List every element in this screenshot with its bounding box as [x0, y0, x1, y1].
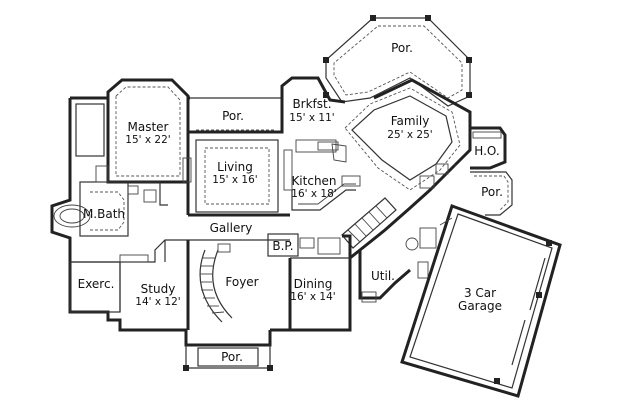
- utility: [358, 227, 437, 303]
- label-living: Living: [217, 160, 253, 174]
- label-bp: B.P.: [272, 239, 293, 253]
- label-master: Master: [128, 120, 169, 134]
- right-porch: [470, 171, 513, 216]
- label-porch-top: Por.: [391, 41, 413, 55]
- label-study: Study: [141, 282, 176, 296]
- label-util: Util.: [371, 269, 395, 283]
- kitchen: [283, 139, 361, 211]
- label-kitchen-dims: 16' x 18': [291, 188, 336, 200]
- kitchen-stairs: [341, 197, 397, 258]
- label-dining-dims: 16' x 14': [290, 291, 335, 303]
- master-bath: [50, 165, 168, 240]
- label-living-dims: 15' x 16': [212, 174, 257, 186]
- butler-pantry: [267, 233, 341, 257]
- label-master-dims: 15' x 22': [125, 134, 170, 146]
- label-exerc: Exerc.: [78, 277, 115, 291]
- label-porch-right: Por.: [481, 185, 503, 199]
- label-mbath: M.Bath: [83, 207, 125, 221]
- label-family: Family: [391, 114, 430, 128]
- label-ho: H.O.: [474, 144, 499, 158]
- home-office: [470, 126, 507, 170]
- label-brkfst-dims: 15' x 11': [289, 112, 334, 124]
- living-room: [182, 139, 290, 217]
- label-garage-line1: 3 Car: [464, 286, 496, 300]
- room-labels: Por. Brkfst. 15' x 11' Family 25' x 25' …: [78, 41, 503, 364]
- label-dining: Dining: [294, 277, 333, 291]
- label-brkfst: Brkfst.: [292, 97, 331, 111]
- label-garage-line2: Garage: [458, 299, 502, 313]
- dining-room: [288, 257, 350, 330]
- label-foyer: Foyer: [225, 275, 258, 289]
- label-porch-left: Por.: [222, 109, 244, 123]
- label-family-dims: 25' x 25': [387, 129, 432, 141]
- label-gallery: Gallery: [210, 221, 253, 235]
- garage: [400, 204, 562, 398]
- gallery-foyer: [188, 239, 290, 323]
- bottom-porch: [183, 345, 273, 371]
- label-kitchen: Kitchen: [291, 174, 336, 188]
- family-room: [344, 87, 461, 191]
- exercise-room: [69, 261, 121, 313]
- label-porch-bottom: Por.: [221, 350, 243, 364]
- top-porch: [323, 15, 472, 107]
- label-study-dims: 14' x 12': [135, 296, 180, 308]
- study: [119, 239, 190, 330]
